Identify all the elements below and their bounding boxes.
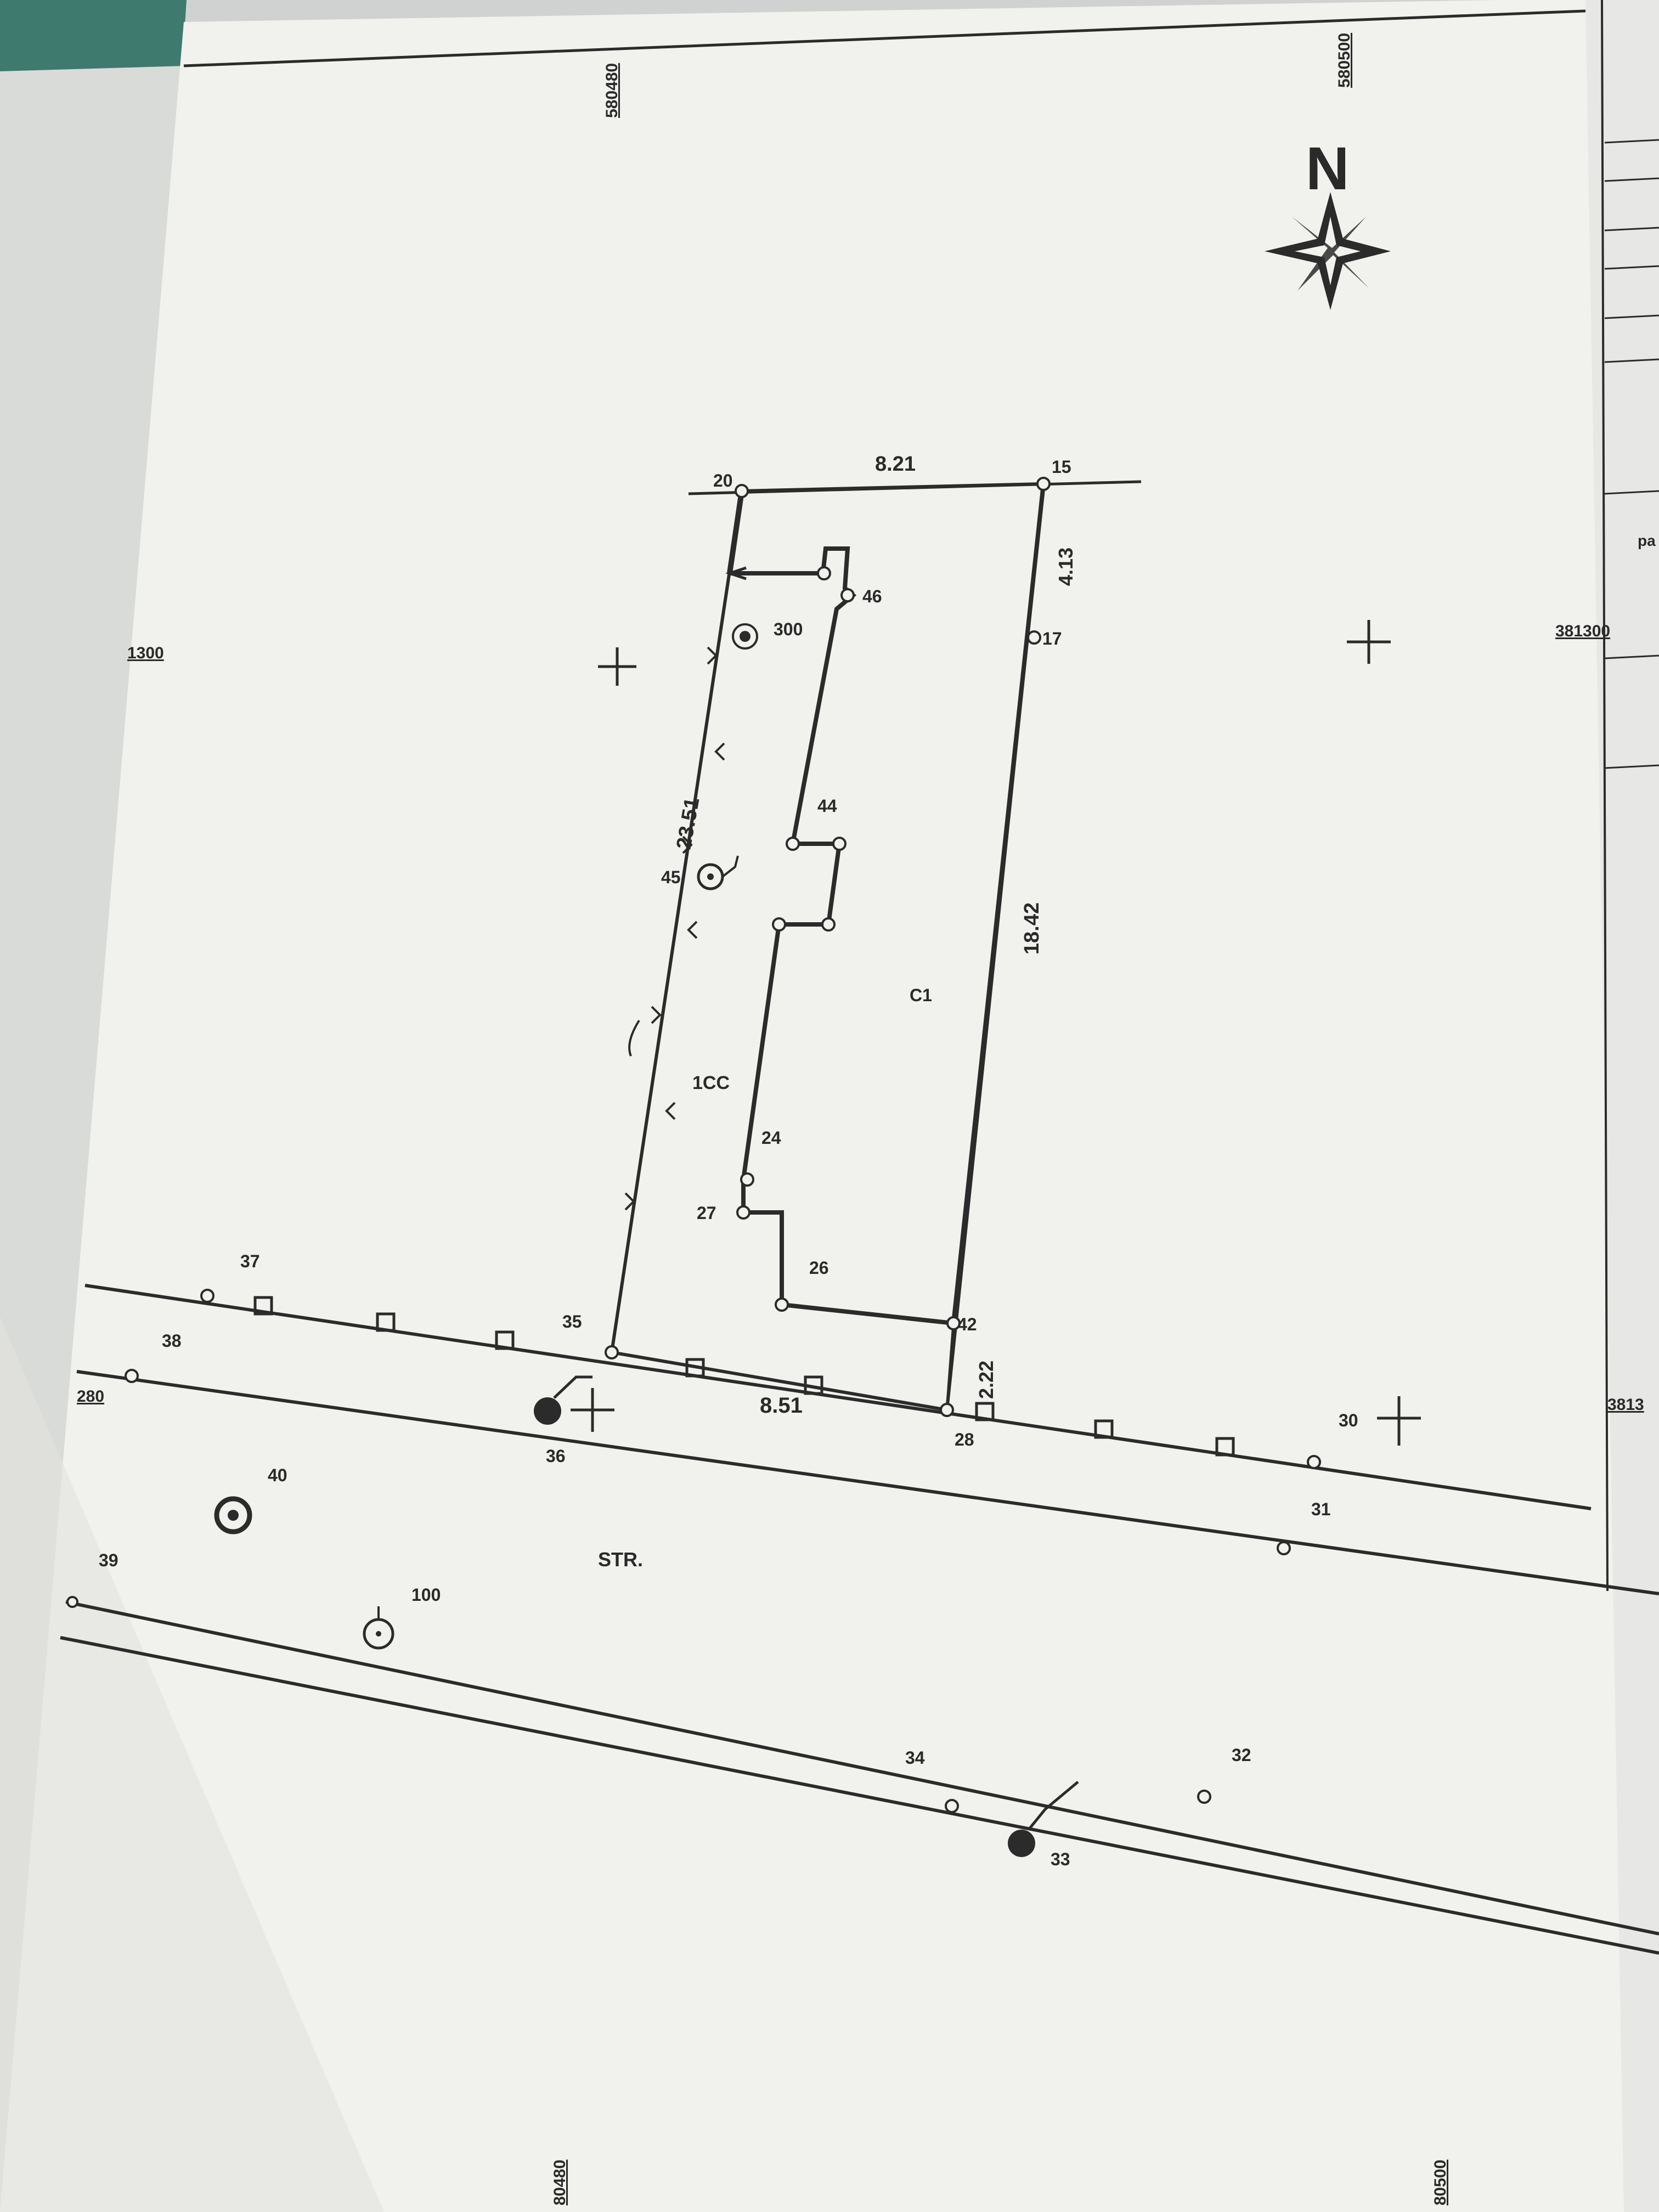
point-label: 100 bbox=[411, 1585, 441, 1605]
north-label: N bbox=[1306, 135, 1349, 202]
paper-shadow bbox=[0, 1317, 384, 2212]
dimension-labels: 8.21 23.51 4.13 18.42 2.22 8.51 bbox=[673, 453, 1077, 1418]
survey-points bbox=[66, 477, 1321, 1813]
point-label: 20 bbox=[713, 471, 733, 490]
point-label: 37 bbox=[240, 1251, 260, 1271]
point-label: 32 bbox=[1232, 1745, 1251, 1765]
teal-corner bbox=[0, 0, 187, 82]
dim-right-upper: 4.13 bbox=[1054, 548, 1077, 586]
survey-point bbox=[832, 837, 847, 851]
survey-point bbox=[736, 1205, 751, 1220]
manhole-icon bbox=[214, 1496, 252, 1534]
dim-right: 18.42 bbox=[1020, 902, 1043, 955]
fence-post-icon bbox=[1094, 1419, 1114, 1439]
survey-point bbox=[821, 917, 836, 932]
point-label: 36 bbox=[546, 1446, 566, 1466]
top-boundary-extension bbox=[688, 480, 1142, 495]
point-label: 40 bbox=[268, 1465, 287, 1485]
survey-point bbox=[1277, 1541, 1291, 1555]
coord-top-right: 580500 bbox=[1335, 33, 1353, 88]
point-label: 31 bbox=[1311, 1499, 1331, 1519]
survey-point bbox=[200, 1289, 215, 1303]
symbols bbox=[214, 623, 1079, 1857]
street-edge-upper bbox=[84, 1284, 1592, 1510]
grid-coordinates: 580480 580500 80480 80500 1300 280 38130… bbox=[77, 33, 1644, 2205]
point-label: 30 bbox=[1339, 1410, 1358, 1430]
point-label: 35 bbox=[562, 1312, 582, 1331]
survey-point bbox=[775, 1297, 789, 1312]
point-label: 45 bbox=[661, 867, 681, 887]
coord-right-upper: 381300 bbox=[1555, 622, 1610, 640]
coord-bottom-left: 80480 bbox=[551, 2160, 569, 2205]
dim-top: 8.21 bbox=[875, 453, 916, 476]
point-label: 33 bbox=[1051, 1849, 1070, 1869]
survey-point bbox=[1027, 630, 1041, 645]
point-label: 26 bbox=[809, 1258, 829, 1278]
street-edges bbox=[60, 1284, 1659, 1955]
point-label: 38 bbox=[162, 1331, 182, 1351]
point-label: 17 bbox=[1042, 629, 1062, 648]
fence-post-icon bbox=[1215, 1437, 1235, 1457]
survey-point bbox=[1307, 1455, 1321, 1469]
point-label: 15 bbox=[1052, 457, 1071, 477]
point-label: 28 bbox=[955, 1430, 974, 1449]
point-label: 42 bbox=[957, 1314, 977, 1334]
grid-crosses bbox=[571, 620, 1421, 1446]
street-edge-middle bbox=[76, 1370, 1659, 1595]
point-label: 300 bbox=[774, 619, 803, 639]
survey-point bbox=[66, 1596, 78, 1608]
point-label: 46 bbox=[862, 586, 882, 606]
utility-pole-icon bbox=[534, 1397, 561, 1425]
survey-point bbox=[1036, 477, 1051, 491]
fence-post-icon bbox=[376, 1312, 396, 1332]
survey-point bbox=[817, 566, 831, 580]
survey-point bbox=[945, 1799, 959, 1813]
point-label: 34 bbox=[905, 1748, 925, 1768]
point-labels: 20 15 46 300 17 44 45 24 27 26 42 28 35 … bbox=[99, 457, 1358, 1869]
survey-point bbox=[840, 588, 855, 602]
survey-point bbox=[1197, 1790, 1211, 1804]
survey-point bbox=[946, 1316, 961, 1330]
point-label: 44 bbox=[817, 796, 837, 816]
building-label: C1 bbox=[910, 985, 932, 1005]
arc-symbol bbox=[628, 1019, 640, 1057]
survey-point bbox=[740, 1172, 754, 1187]
sheet-fold-top bbox=[183, 9, 1586, 67]
survey-point bbox=[735, 484, 749, 498]
north-arrow: N bbox=[1265, 135, 1391, 310]
survey-point bbox=[772, 917, 786, 932]
survey-point bbox=[125, 1369, 139, 1383]
point-label: 39 bbox=[99, 1550, 119, 1570]
survey-point bbox=[940, 1403, 954, 1417]
point-label: 24 bbox=[761, 1128, 781, 1148]
coord-right-lower: 3813 bbox=[1607, 1396, 1644, 1414]
legend-partial-text: pa bbox=[1638, 532, 1656, 549]
fence-post-icon bbox=[495, 1330, 515, 1350]
dim-bottom-right: 2.22 bbox=[975, 1361, 997, 1399]
street-edge-lower-b bbox=[60, 1636, 1659, 1955]
street-edge-lower-a bbox=[65, 1600, 1659, 1936]
coord-bottom-right: 80500 bbox=[1431, 2160, 1449, 2205]
street-label: STR. bbox=[598, 1548, 643, 1571]
well-icon bbox=[732, 623, 758, 650]
lot-label: 1CC bbox=[692, 1073, 730, 1093]
fence-chevrons bbox=[624, 646, 725, 1211]
fence-post-icon bbox=[253, 1296, 273, 1316]
fence-post-icon bbox=[975, 1402, 995, 1421]
coord-top-left: 580480 bbox=[603, 63, 621, 118]
dim-front: 8.51 bbox=[760, 1393, 803, 1418]
survey-point bbox=[605, 1345, 619, 1359]
coord-left-upper: 1300 bbox=[127, 644, 164, 662]
utility-pole-icon bbox=[1008, 1830, 1035, 1857]
coord-left-lower: 280 bbox=[77, 1387, 104, 1406]
point-label: 27 bbox=[697, 1203, 716, 1223]
survey-point bbox=[786, 837, 800, 851]
legend-table-fragment: pa bbox=[1601, 0, 1659, 1592]
